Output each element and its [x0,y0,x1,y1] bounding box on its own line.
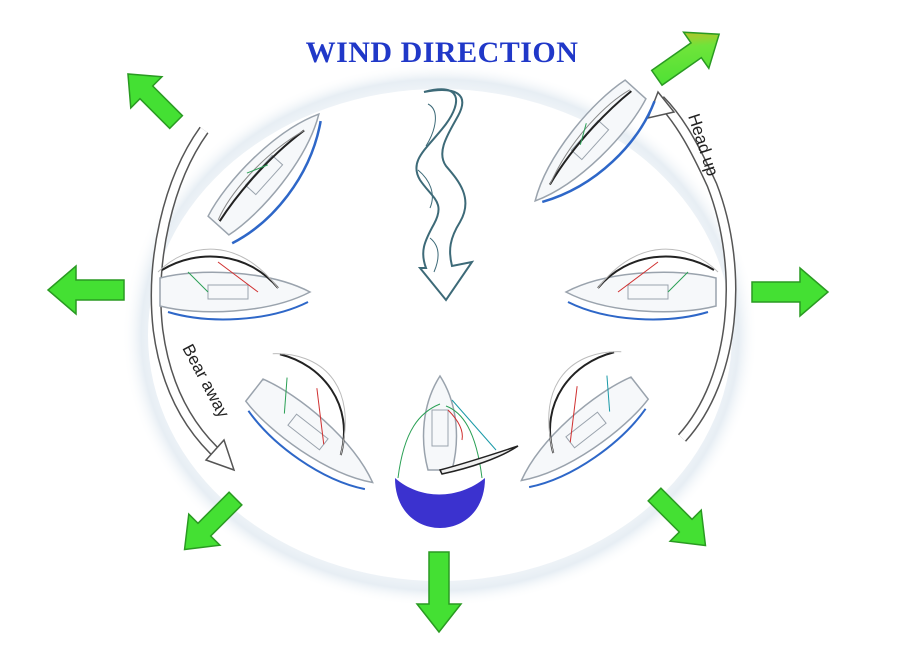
boat-run [395,374,519,528]
course-arrow-s [415,551,463,634]
page-title: WIND DIRECTION [306,36,579,69]
circle-backdrop [122,63,758,607]
run-sector [395,478,485,528]
boat-broad-reach-starboard [520,351,650,489]
boat-beam-reach-starboard [564,248,719,321]
bear-away-arrowhead [204,438,236,472]
course-arrow-se [647,487,707,547]
boat-close-hauled-starboard [534,79,656,204]
course-arrow-e [751,266,830,318]
course-arrow-ne [650,31,721,87]
course-arrow-sw [183,491,243,551]
boat-close-hauled-port [207,112,322,245]
boat-broad-reach-port [244,353,374,491]
course-arrow-nw [127,73,184,130]
course-arrow-w [46,264,125,316]
boat-beam-reach-port [157,248,312,321]
wind-arrow-icon [415,88,475,302]
